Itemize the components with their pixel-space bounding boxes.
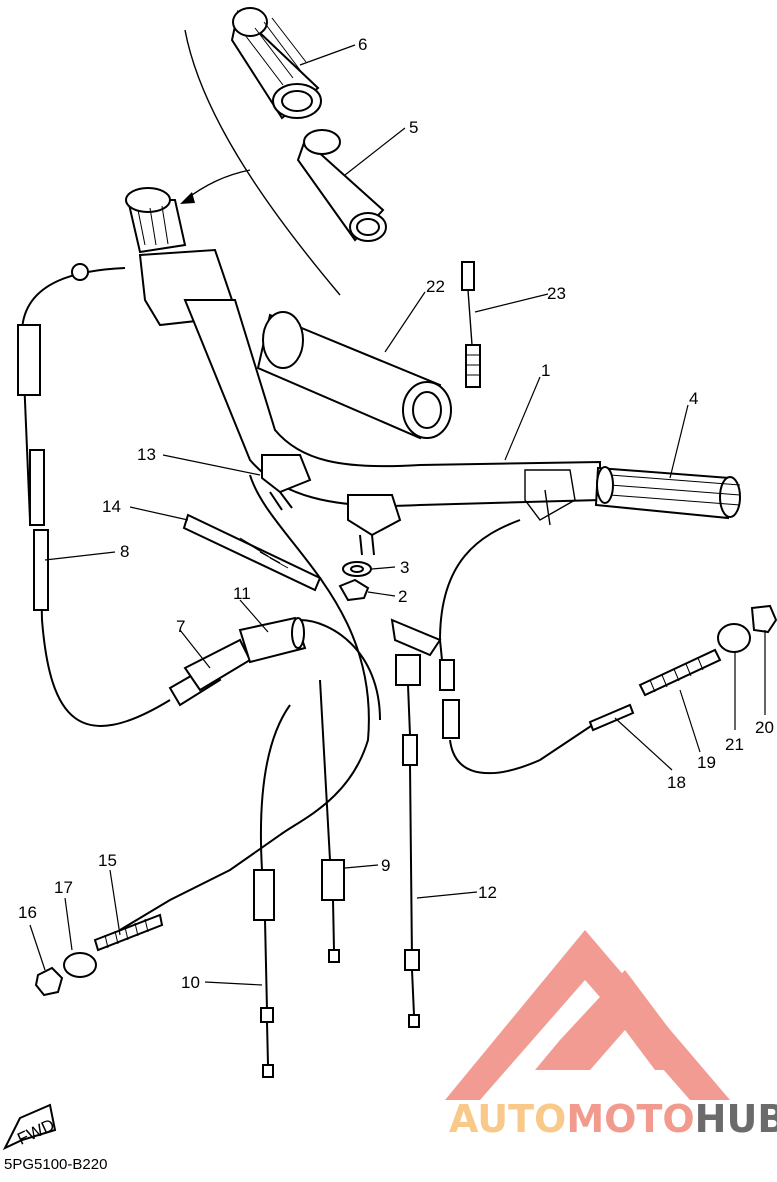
label-3: 3 bbox=[400, 558, 409, 577]
label-10: 10 bbox=[181, 973, 200, 992]
part-21-cover bbox=[717, 623, 751, 653]
part-20-nut bbox=[750, 604, 777, 634]
leader-lines bbox=[29, 44, 766, 986]
part-14-cable-band bbox=[182, 513, 322, 592]
automotohub-logo-icon bbox=[445, 930, 730, 1100]
part-18-cable bbox=[438, 519, 601, 775]
watermark-text: AUTOMOTOHUB bbox=[449, 1097, 777, 1141]
part-7-adjuster bbox=[168, 638, 252, 707]
part-3-washer bbox=[342, 561, 372, 577]
part-12-cable bbox=[390, 618, 442, 1028]
label-13: 13 bbox=[137, 445, 156, 464]
label-23: 23 bbox=[547, 284, 566, 303]
part-23-band bbox=[461, 261, 481, 388]
label-21: 21 bbox=[725, 735, 744, 754]
detail-inset-line bbox=[180, 29, 341, 296]
part-17-cover bbox=[63, 952, 97, 978]
part-8-cable bbox=[17, 263, 171, 727]
label-6: 6 bbox=[358, 35, 367, 54]
label-17: 17 bbox=[54, 878, 73, 897]
part-22-grip bbox=[256, 311, 452, 440]
label-20: 20 bbox=[755, 718, 774, 737]
part-labels: 1 2 3 4 5 6 7 8 9 10 11 12 13 14 15 16 1… bbox=[18, 35, 774, 992]
label-19: 19 bbox=[697, 753, 716, 772]
part-10-cable bbox=[253, 704, 291, 1078]
label-15: 15 bbox=[98, 851, 117, 870]
label-12: 12 bbox=[478, 883, 497, 902]
part-15-cable-line bbox=[93, 474, 370, 952]
label-18: 18 bbox=[667, 773, 686, 792]
label-22: 22 bbox=[426, 277, 445, 296]
label-8: 8 bbox=[120, 542, 129, 561]
label-2: 2 bbox=[398, 587, 407, 606]
part-6-grip bbox=[230, 7, 322, 120]
part-16-nut bbox=[34, 966, 64, 997]
label-1: 1 bbox=[541, 361, 550, 380]
fwd-arrow-icon: FWD bbox=[2, 1103, 57, 1151]
label-5: 5 bbox=[409, 118, 418, 137]
watermark-moto: MOTO bbox=[566, 1097, 695, 1141]
diagram-code: 5PG5100-B220 bbox=[4, 1156, 108, 1173]
part-11-sleeve bbox=[238, 616, 307, 664]
label-14: 14 bbox=[102, 497, 121, 516]
part-19-spring bbox=[588, 648, 722, 732]
label-4: 4 bbox=[689, 389, 698, 408]
part-5-grip-sleeve bbox=[296, 129, 387, 242]
label-16: 16 bbox=[18, 903, 37, 922]
part-9-cable bbox=[299, 619, 381, 963]
label-7: 7 bbox=[176, 617, 185, 636]
part-13-holder bbox=[261, 454, 402, 556]
part-2-nut bbox=[338, 578, 370, 602]
watermark-auto: AUTO bbox=[449, 1097, 567, 1141]
label-9: 9 bbox=[381, 856, 390, 875]
part-4-right-grip bbox=[594, 466, 741, 520]
label-11: 11 bbox=[233, 584, 251, 603]
watermark-hub: HUB bbox=[694, 1097, 777, 1141]
